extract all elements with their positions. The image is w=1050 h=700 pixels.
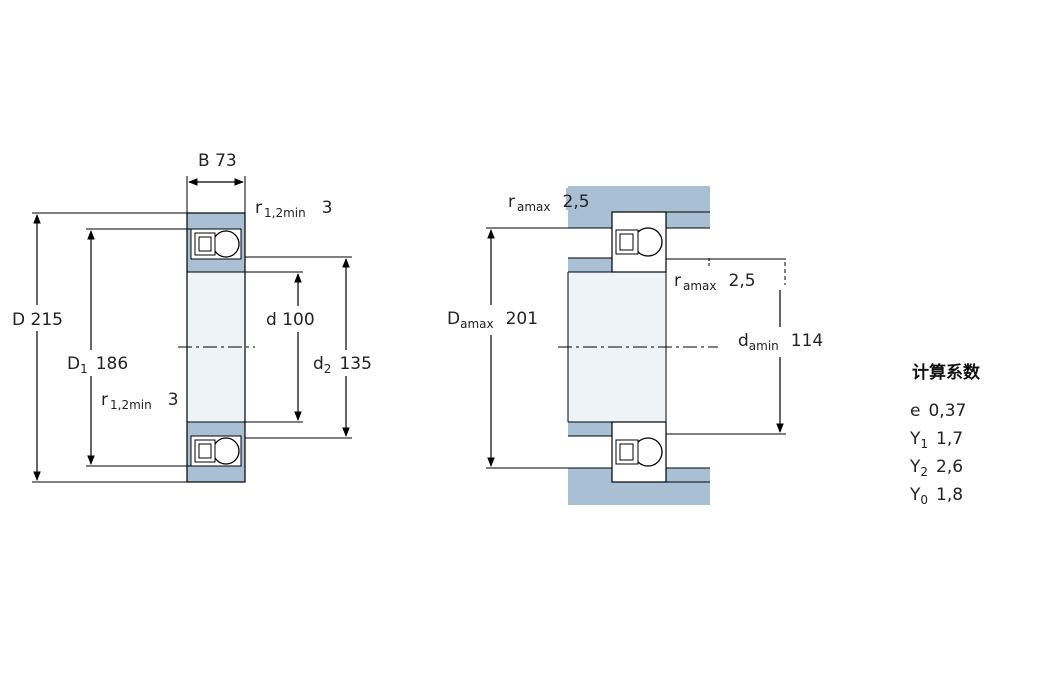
factors-heading: 计算系数: [912, 362, 981, 383]
ball-bottom-right: [212, 437, 240, 465]
svg-text:d 100: d 100: [266, 310, 315, 330]
left-bearing-section: [178, 212, 255, 483]
dim-B-symbol: B: [198, 151, 210, 171]
dim-B: B 73: [186, 151, 246, 213]
svg-text:D 215: D 215: [12, 310, 63, 330]
right-bearing-mounting: [558, 186, 718, 505]
svg-text:B 73: B 73: [198, 151, 237, 171]
dim-B-value: 73: [215, 151, 237, 171]
dim-D: D 215: [8, 212, 187, 483]
dim-d: d 100: [245, 271, 328, 423]
ball-top-right: [212, 230, 240, 258]
